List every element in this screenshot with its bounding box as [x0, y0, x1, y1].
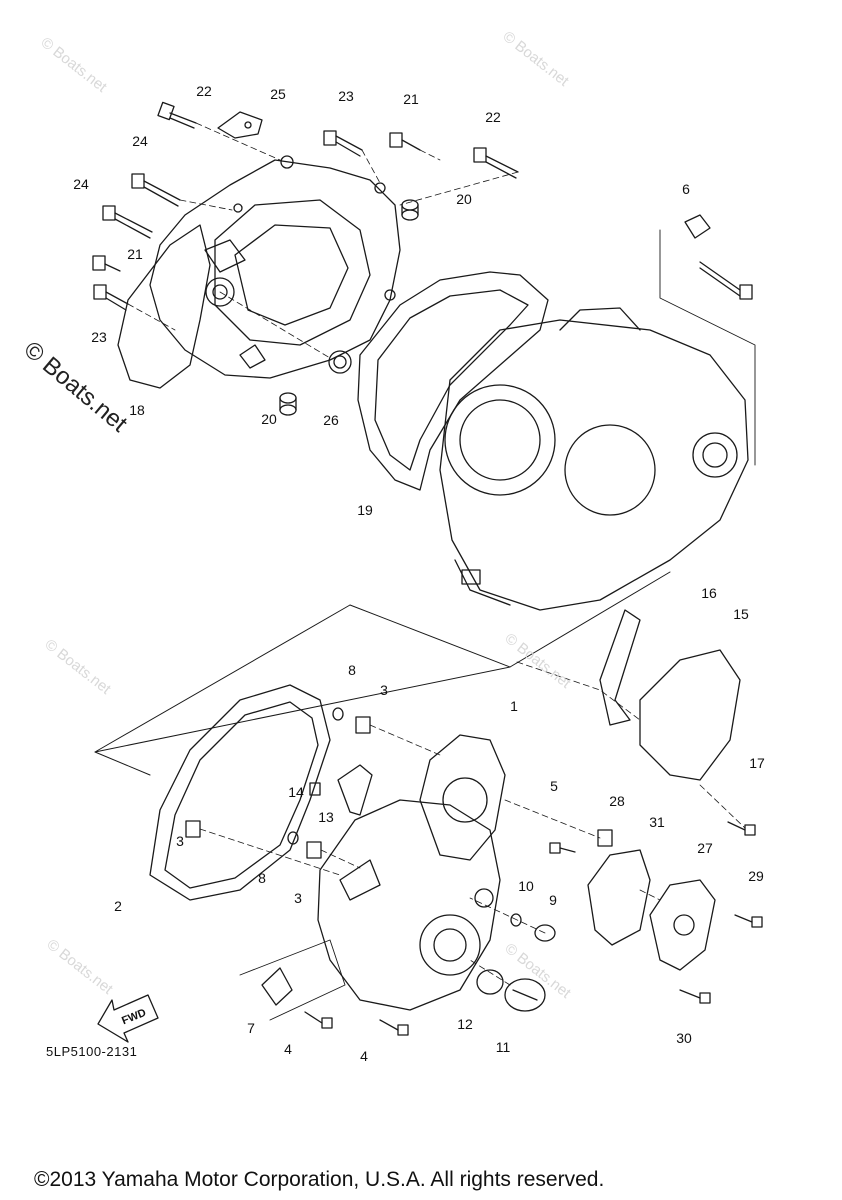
copyright-notice: ©2013 Yamaha Motor Corporation, U.S.A. A… [34, 1168, 605, 1191]
callout-13: 13 [318, 809, 334, 825]
callout-22: 22 [196, 83, 212, 99]
cover-1 [419, 734, 506, 861]
pump-cover-27 [649, 879, 716, 971]
upper-leader-lines [127, 122, 519, 359]
plug-9 [534, 924, 556, 942]
callout-9: 9 [549, 892, 557, 908]
bracket-25 [217, 111, 263, 139]
bolt-21-top [389, 132, 421, 151]
cover-15 [639, 649, 741, 781]
callout-20: 20 [261, 411, 277, 427]
diagram-code: 5LP5100-2131 [46, 1044, 138, 1059]
crankcase-right [439, 307, 749, 611]
callout-23: 23 [338, 88, 354, 104]
callout-12: 12 [457, 1016, 473, 1032]
cover-gasket-18 [117, 224, 211, 389]
assembly-outline-box [94, 571, 671, 776]
callout-15: 15 [733, 606, 749, 622]
callout-8: 8 [258, 870, 266, 886]
callout-26: 26 [323, 412, 339, 428]
gasket-16 [599, 609, 641, 726]
callout-3: 3 [380, 682, 388, 698]
bolt-23-top [323, 130, 363, 157]
callout-21: 21 [127, 246, 143, 262]
callout-4: 4 [284, 1041, 292, 1057]
callout-10: 10 [518, 878, 534, 894]
callout-19: 19 [357, 502, 373, 518]
oil-seal-26 [328, 350, 352, 374]
callout-3: 3 [176, 833, 184, 849]
lower-left-bracket [239, 939, 346, 1021]
small-parts-lower [185, 707, 763, 1036]
callout-6: 6 [682, 181, 690, 197]
callout-4: 4 [360, 1048, 368, 1064]
bolt-24-lower [102, 205, 153, 239]
dowel-20-lower [279, 392, 297, 416]
callout-28: 28 [609, 793, 625, 809]
callout-22: 22 [485, 109, 501, 125]
bolt-23-left [93, 284, 129, 311]
bolt-22-upper-left [157, 101, 197, 129]
callout-1: 1 [510, 698, 518, 714]
callout-25: 25 [270, 86, 286, 102]
gasket-31 [587, 849, 651, 946]
callout-23: 23 [91, 329, 107, 345]
callout-11: 11 [495, 1039, 511, 1055]
dowel-20-upper [401, 199, 419, 221]
callout-30: 30 [676, 1030, 692, 1046]
callout-16: 16 [701, 585, 717, 601]
callout-2: 2 [114, 898, 122, 914]
callout-18: 18 [129, 402, 145, 418]
callout-24: 24 [132, 133, 148, 149]
bolt-22-right [473, 147, 519, 179]
callout-29: 29 [748, 868, 764, 884]
bolt-24-top [131, 173, 181, 207]
callout-21: 21 [403, 91, 419, 107]
lower-leader-lines [199, 661, 746, 986]
callout-27: 27 [697, 840, 713, 856]
callout-31: 31 [649, 814, 665, 830]
crankcase-cover-left [149, 155, 401, 379]
callout-17: 17 [749, 755, 765, 771]
o-ring-10 [510, 913, 522, 927]
bolt-6-assembly [659, 214, 756, 466]
bolt-21-left [92, 255, 121, 272]
callout-5: 5 [550, 778, 558, 794]
crankcase-gasket-19 [357, 271, 549, 491]
generator-cover-gasket-2 [149, 684, 331, 901]
callout-3: 3 [294, 890, 302, 906]
front-arrow-icon [97, 994, 159, 1043]
callout-24: 24 [73, 176, 89, 192]
callout-20: 20 [456, 191, 472, 207]
callout-7: 7 [247, 1020, 255, 1036]
plug-11 [504, 978, 546, 1012]
callout-14: 14 [288, 784, 304, 800]
o-ring-12 [476, 969, 504, 995]
generator-cover [317, 799, 501, 1011]
callout-8: 8 [348, 662, 356, 678]
